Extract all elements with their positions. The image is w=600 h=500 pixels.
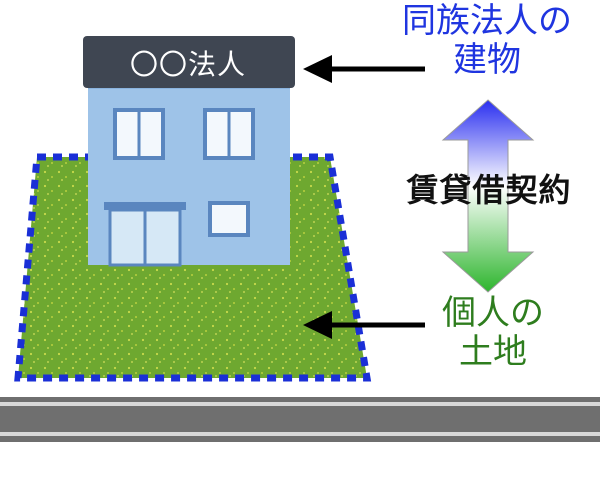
door-canopy [104, 202, 186, 210]
window [208, 201, 250, 237]
contract-label: 賃貸借契約 [406, 171, 572, 209]
contract-double-arrow [441, 99, 535, 293]
building-label-line1: 同族法人の [402, 1, 572, 41]
land-label-line2: 土地 [459, 332, 527, 373]
building-label: 同族法人の 建物 [382, 1, 592, 81]
building [83, 36, 295, 267]
land-label: 個人の 土地 [418, 293, 568, 373]
arrow-to-building [303, 55, 425, 83]
building-sign-text: 〇〇法人 [129, 48, 246, 81]
building-roof [83, 36, 295, 88]
land-label-line1: 個人の [442, 293, 544, 333]
building-label-line2: 建物 [453, 40, 521, 81]
road [0, 397, 600, 442]
arrow-to-land [303, 311, 425, 339]
